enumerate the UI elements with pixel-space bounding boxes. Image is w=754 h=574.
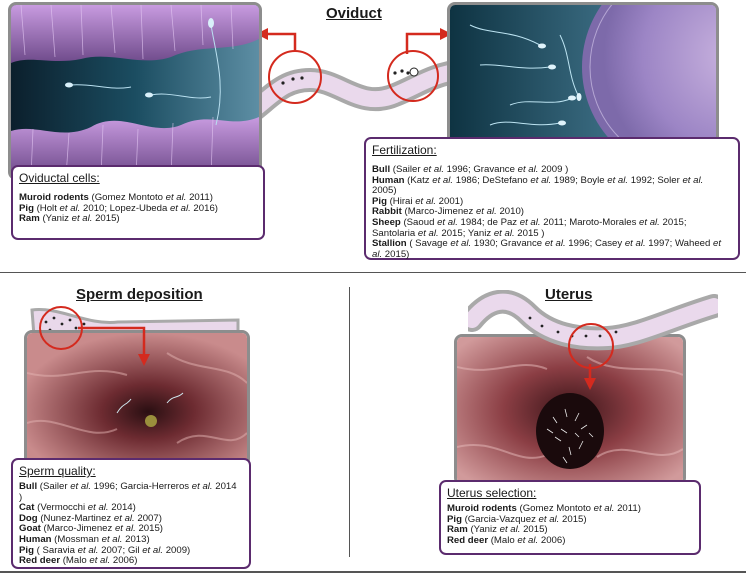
sperm-quality-title: Sperm quality: (19, 464, 96, 478)
reference-entry: Human (Mossman et al. 2013) (19, 533, 150, 545)
reference-entry: Red deer (Malo et al. 2006) (19, 555, 138, 567)
sperm-quality-panel: Sperm quality: Bull (Sailer et al. 1996;… (11, 458, 251, 569)
oviduct-fertilization-image (447, 2, 719, 148)
reference-entry: Cat (Vermocchi et al. 2014) (19, 502, 136, 514)
fertilization-refs: Bull (Sailer et al. 1996; Gravance et al… (372, 164, 730, 260)
oviductal-cells-refs: Muroid rodents (Gomez Montoto et al. 201… (19, 192, 255, 225)
reference-entry: Dog (Nunez-Martinez et al. 2007) (19, 512, 162, 524)
reference-entry: Ram (Yaniz et al. 2015) (19, 213, 120, 225)
uterus-title: Uterus (545, 286, 593, 303)
reference-entry: Human (Katz et al. 1986; DeStefano et al… (372, 174, 704, 197)
reference-entry: Bull (Sailer et al. 1996; Gravance et al… (372, 164, 569, 175)
reference-entry: Bull (Sailer et al. 1996; Garcia-Herrero… (19, 481, 237, 503)
reference-entry: Goat (Marco-Jimenez et al. 2015) (19, 523, 163, 535)
reference-entry: Rabbit (Marco-Jimenez et al. 2010) (372, 206, 524, 218)
section-divider-horizontal (0, 272, 746, 273)
uterus-selection-refs: Muroid rodents (Gomez Montoto et al. 201… (447, 503, 691, 546)
section-divider-vertical (349, 287, 350, 557)
sperm-deposition-title: Sperm deposition (76, 286, 203, 303)
reference-entry: Sheep (Saoud et al. 1984; de Paz et al. … (372, 216, 687, 239)
uterus-selection-panel: Uterus selection: Muroid rodents (Gomez … (439, 480, 701, 555)
reference-entry: Ram (Yaniz et al. 2015) (447, 524, 548, 536)
oviductal-cells-title: Oviductal cells: (19, 171, 100, 185)
reference-entry: Red deer (Malo et al. 2006) (447, 534, 566, 546)
oviduct-cilia-image (8, 2, 262, 180)
oviduct-arrows (256, 28, 452, 54)
sperm-quality-refs: Bull (Sailer et al. 1996; Garcia-Herrero… (19, 481, 241, 567)
vagina-image (24, 330, 250, 467)
reference-entry: Pig (Holt et al. 2010; Lopez-Ubeda et al… (19, 202, 218, 214)
reference-entry: Muroid rodents (Gomez Montoto et al. 201… (447, 503, 641, 514)
fertilization-title: Fertilization: (372, 143, 437, 157)
uterus-selection-title: Uterus selection: (447, 486, 537, 500)
reference-entry: Pig ( Saravia et al. 2007; Gil et al. 20… (19, 544, 191, 556)
reference-entry: Pig (Hirai et al. 2001) (372, 195, 464, 207)
reference-entry: Pig (Garcia-Vazquez et al. 2015) (447, 513, 587, 525)
uterus-arrow (584, 364, 596, 390)
oviduct-title: Oviduct (326, 5, 382, 22)
oviductal-cells-panel: Oviductal cells: Muroid rodents (Gomez M… (11, 165, 265, 240)
deposition-arrow (78, 326, 150, 366)
oviduct-magnifier-right (387, 50, 439, 102)
bottom-rule (0, 571, 746, 573)
fertilization-panel: Fertilization: Bull (Sailer et al. 1996;… (364, 137, 740, 260)
reference-entry: Muroid rodents (Gomez Montoto et al. 201… (19, 192, 213, 203)
reference-entry: Stallion ( Savage et al. 1930; Gravance … (372, 238, 722, 260)
